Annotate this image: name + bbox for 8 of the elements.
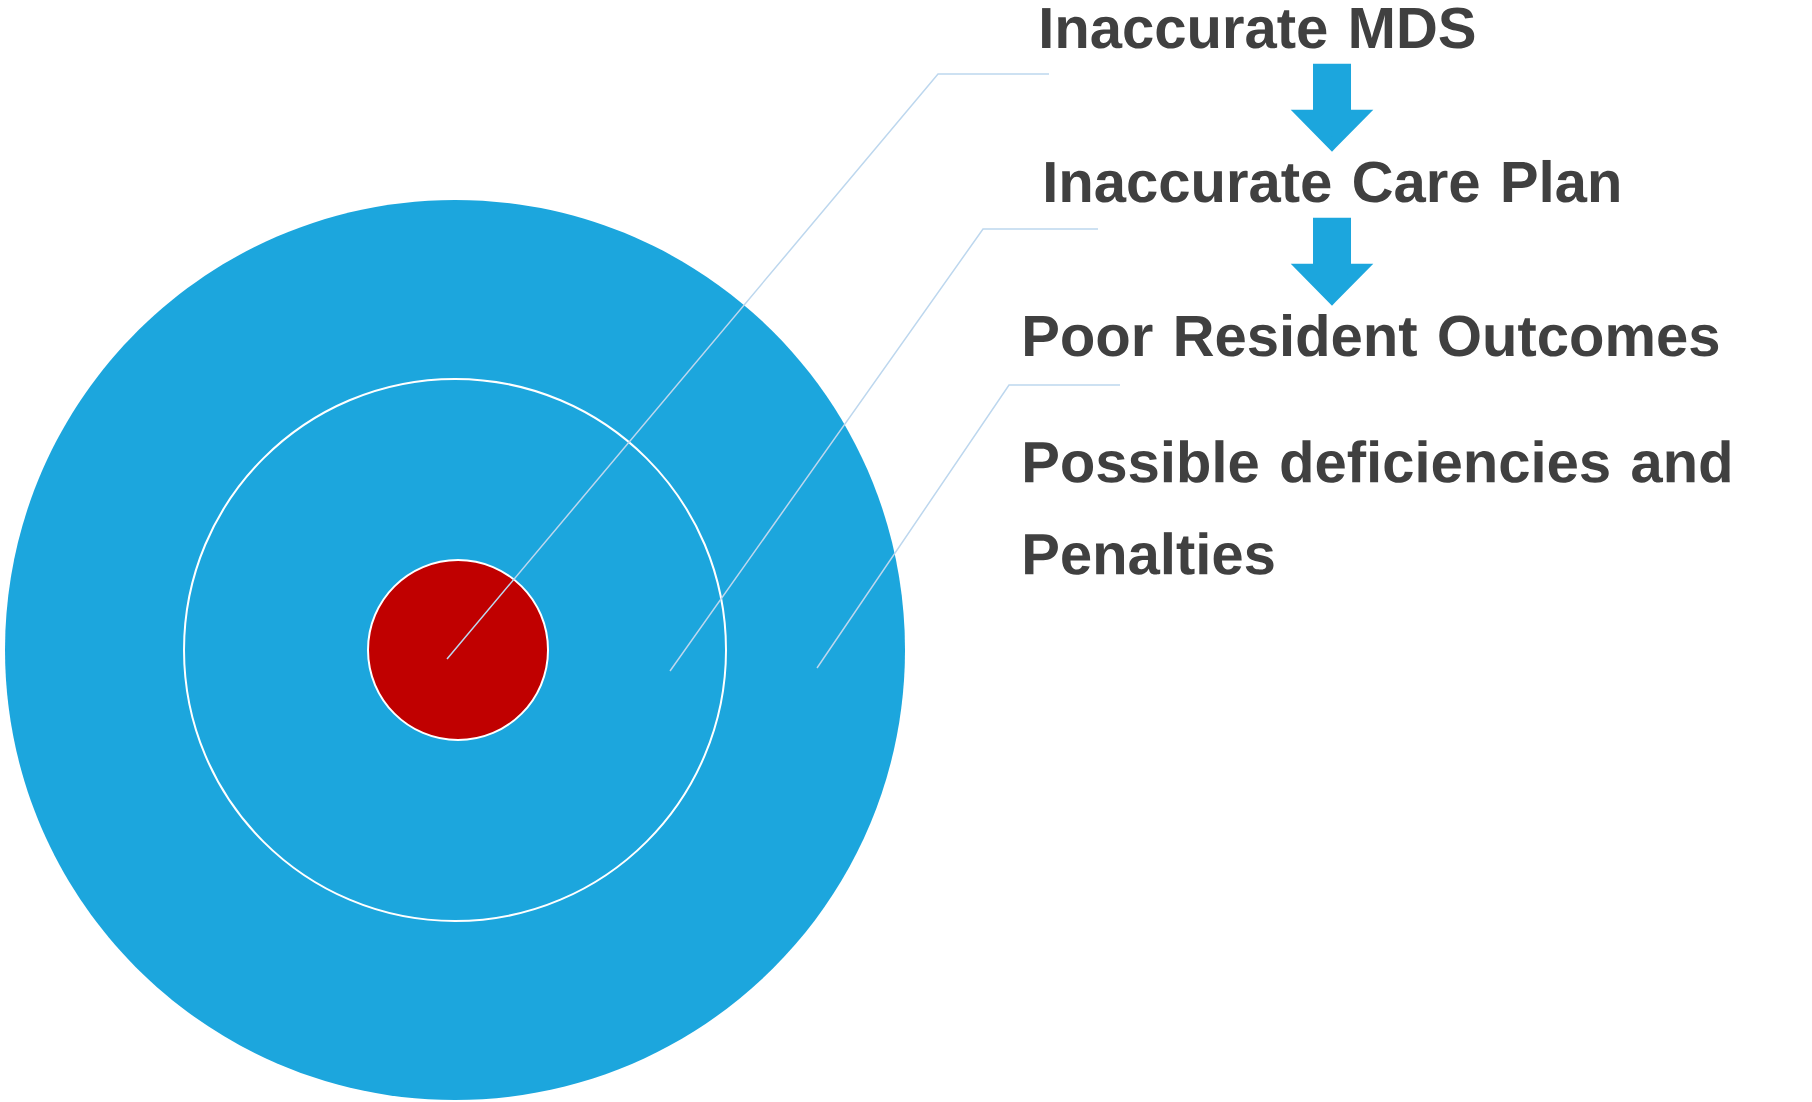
leader-line bbox=[669, 228, 1099, 672]
heading-text: Inaccurate Care Plan bbox=[1046, 159, 1619, 203]
leader-line bbox=[816, 384, 1121, 669]
heading-text: Possible deficiencies and Penalties bbox=[1025, 440, 1730, 575]
heading-text: Poor Resident Outcomes bbox=[1025, 313, 1719, 357]
bullseye-circle bbox=[367, 559, 549, 741]
leader-line bbox=[446, 73, 1050, 660]
heading-text: Inaccurate MDS bbox=[1042, 7, 1475, 49]
